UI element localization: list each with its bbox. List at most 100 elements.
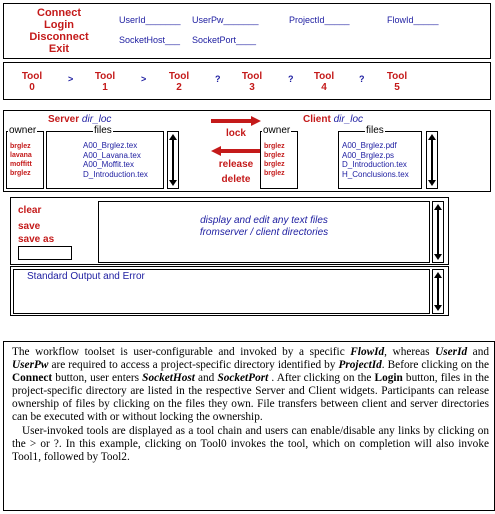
tool-label: Tool [241, 71, 263, 82]
client-owner-label: owner [262, 125, 292, 137]
tool-label: Tool [386, 71, 408, 82]
list-item[interactable]: D_Introduction.tex [83, 169, 148, 179]
editor-panel: clear save save as display and edit any … [10, 197, 449, 265]
list-item[interactable]: moffitt [10, 161, 32, 168]
list-item[interactable]: A00_Brglez.ps [342, 150, 395, 160]
tool-0[interactable]: Tool 0 [14, 71, 50, 93]
tool-4[interactable]: Tool 4 [306, 71, 342, 93]
projectid-field[interactable]: ProjectId_____ [289, 15, 350, 25]
editor-scrollbar[interactable] [432, 201, 444, 263]
tool-label: Tool [21, 71, 43, 82]
tool-label: Tool [313, 71, 335, 82]
login-button[interactable]: Login [44, 19, 74, 31]
scroll-track [437, 274, 439, 309]
userpw-field[interactable]: UserPw_______ [192, 15, 259, 25]
list-item[interactable]: H_Conclusions.tex [342, 169, 409, 179]
server-dir: dir_loc [81, 114, 112, 125]
list-item[interactable]: D_Introduction.tex [342, 160, 407, 169]
tool-number: 3 [249, 82, 255, 93]
userid-field[interactable]: UserId_______ [119, 15, 181, 25]
server-file-list: files A00_Brglez.tex A00_Lavana.tex A00_… [46, 125, 164, 189]
server-owner-list: owner brglez lavana moffitt brglez [6, 125, 44, 189]
list-item[interactable]: brglez [10, 143, 31, 150]
scroll-down-icon[interactable] [434, 305, 442, 311]
scroll-down-icon[interactable] [434, 254, 442, 260]
list-item[interactable]: A00_Brglez.tex [83, 141, 138, 150]
scroll-down-icon[interactable] [428, 180, 436, 186]
tool-1[interactable]: Tool 1 [87, 71, 123, 93]
save-as-input[interactable] [18, 246, 72, 260]
list-item[interactable]: A00_Moffit.tex [83, 160, 134, 169]
output-panel: Standard Output and Error [10, 266, 449, 316]
release-arrow-icon [211, 146, 261, 156]
client-scrollbar[interactable] [426, 131, 438, 189]
delete-button[interactable]: delete [221, 174, 251, 185]
tool-number: 2 [176, 82, 182, 93]
output-title: Standard Output and Error [27, 271, 145, 282]
file-panel: Server dir_loc owner brglez lavana moffi… [3, 110, 491, 192]
client-owner-items: brglez brglez brglez brglez [264, 142, 285, 178]
tool-2[interactable]: Tool 2 [161, 71, 197, 93]
client-owner-list: owner brglez brglez brglez brglez [260, 125, 298, 189]
tool-5[interactable]: Tool 5 [379, 71, 415, 93]
tool-link-0[interactable]: > [68, 74, 74, 84]
sockethost-field[interactable]: SocketHost___ [119, 35, 181, 45]
description-box: The workflow toolset is user-configurabl… [3, 341, 495, 511]
scroll-down-icon[interactable] [169, 180, 177, 186]
output-area[interactable]: Standard Output and Error [13, 269, 430, 314]
server-scrollbar[interactable] [167, 131, 179, 189]
tool-label: Tool [168, 71, 190, 82]
clear-button[interactable]: clear [18, 205, 42, 216]
description-paragraph-1: The workflow toolset is user-configurabl… [12, 346, 490, 424]
server-owner-items: brglez lavana moffitt brglez [10, 142, 32, 178]
tool-number: 0 [29, 82, 35, 93]
exit-button[interactable]: Exit [48, 43, 70, 55]
scroll-track [431, 136, 433, 184]
server-owner-label: owner [8, 125, 38, 137]
flowid-field[interactable]: FlowId_____ [387, 15, 439, 25]
server-title-text: Server [48, 114, 80, 125]
description-paragraph-2: User-invoked tools are displayed as a to… [12, 424, 489, 463]
lock-button[interactable]: lock [225, 128, 246, 139]
server-file-items: A00_Brglez.tex A00_Lavana.tex A00_Moffit… [83, 141, 148, 179]
list-item[interactable]: brglez [264, 152, 285, 159]
output-scrollbar[interactable] [432, 269, 444, 314]
tool-number: 5 [394, 82, 400, 93]
save-as-button[interactable]: save as [18, 234, 55, 245]
editor-hint-line2: fromserver / client directories [199, 227, 329, 238]
editor-hint-line1: display and edit any text files [200, 215, 328, 226]
tool-link-4[interactable]: ? [359, 74, 365, 84]
list-item[interactable]: lavana [10, 152, 32, 159]
client-dir: dir_loc [333, 114, 364, 125]
text-editor-area[interactable]: display and edit any text files fromserv… [98, 201, 430, 263]
toolchain-panel: Tool 0 > Tool 1 > Tool 2 ? Tool 3 ? Tool… [3, 62, 491, 100]
scroll-track [172, 136, 174, 184]
tool-link-3[interactable]: ? [288, 74, 294, 84]
list-item[interactable]: brglez [264, 143, 285, 150]
tool-label: Tool [94, 71, 116, 82]
tool-3[interactable]: Tool 3 [234, 71, 270, 93]
connection-panel: Connect Login Disconnect Exit UserId____… [3, 3, 491, 59]
lock-arrow-icon [211, 116, 261, 126]
socketport-field[interactable]: SocketPort____ [192, 35, 257, 45]
list-item[interactable]: brglez [264, 161, 285, 168]
server-files-label: files [93, 125, 113, 137]
client-file-list: files A00_Brglez.pdf A00_Brglez.ps D_Int… [338, 125, 422, 189]
server-title: Server dir_loc [48, 114, 111, 126]
tool-number: 1 [102, 82, 108, 93]
list-item[interactable]: A00_Brglez.pdf [342, 141, 397, 150]
client-title: Client dir_loc [303, 114, 363, 126]
client-file-items: A00_Brglez.pdf A00_Brglez.ps D_Introduct… [342, 141, 409, 179]
client-files-label: files [365, 125, 385, 137]
tool-link-1[interactable]: > [141, 74, 147, 84]
scroll-track [437, 206, 439, 258]
connect-button[interactable]: Connect [37, 7, 81, 19]
list-item[interactable]: brglez [264, 170, 285, 177]
disconnect-button[interactable]: Disconnect [29, 31, 89, 43]
save-button[interactable]: save [18, 221, 41, 232]
tool-link-2[interactable]: ? [215, 74, 221, 84]
tool-number: 4 [321, 82, 327, 93]
list-item[interactable]: brglez [10, 170, 31, 177]
release-button[interactable]: release [218, 159, 254, 170]
list-item[interactable]: A00_Lavana.tex [83, 150, 141, 160]
